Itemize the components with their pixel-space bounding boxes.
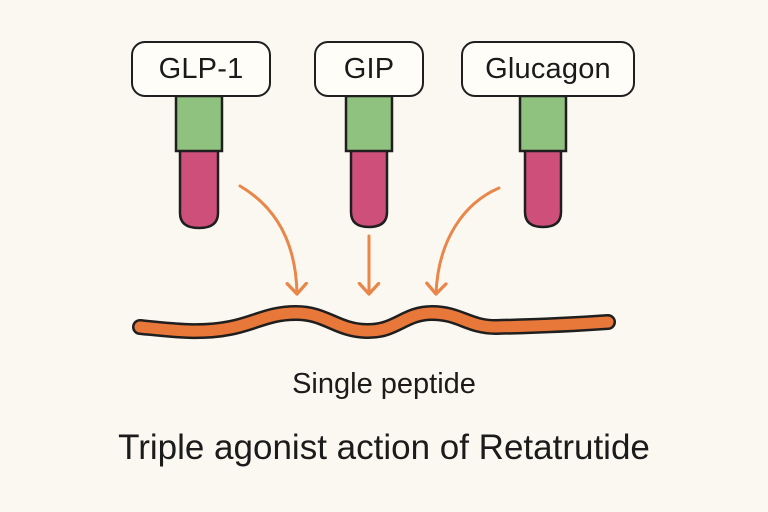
arrow-glucagon <box>436 186 501 294</box>
glucagon-receptor <box>518 94 568 229</box>
gip-label: GIP <box>314 41 424 97</box>
glp1-tube-top <box>174 94 224 153</box>
glp1-tube-bottom <box>178 148 220 230</box>
arrow-glp1 <box>238 184 297 294</box>
diagram-title: Triple agonist action of Retatrutide <box>118 428 650 467</box>
gip-tube-bottom <box>349 148 389 229</box>
peptide-label: Single peptide <box>292 368 476 400</box>
glucagon-tube-bottom <box>523 148 563 229</box>
glucagon-label: Glucagon <box>461 41 635 97</box>
glp1-receptor <box>174 94 224 230</box>
gip-tube-top <box>344 94 394 153</box>
peptide-wave <box>134 307 614 337</box>
glp1-label: GLP-1 <box>131 41 271 97</box>
gip-receptor <box>344 94 394 229</box>
glucagon-tube-top <box>518 94 568 153</box>
